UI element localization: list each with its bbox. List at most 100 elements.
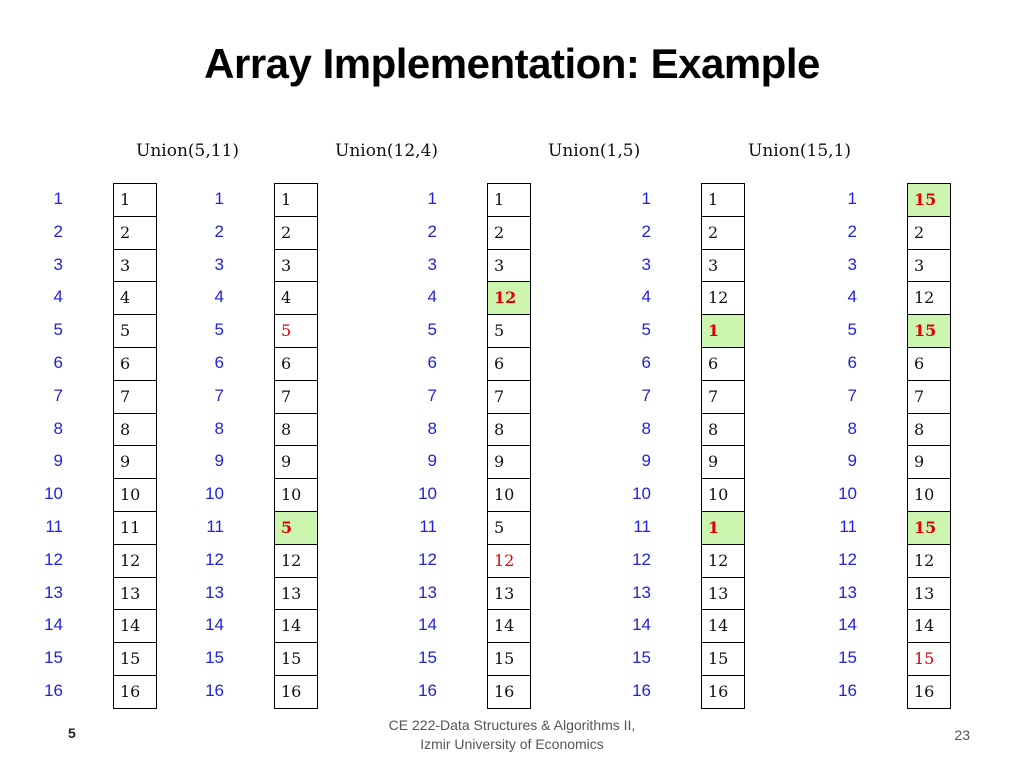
array-index: 4 [641, 287, 651, 307]
array-index: 11 [206, 516, 224, 536]
array-index: 8 [641, 418, 651, 438]
array-cell: 2 [701, 215, 745, 249]
operation-label: Union(15,1) [748, 141, 852, 161]
operation-label: Union(5,11) [136, 141, 240, 161]
array-index: 3 [214, 254, 224, 274]
array-cell: 12 [113, 543, 157, 577]
array-index: 15 [44, 648, 63, 668]
array-index: 16 [205, 680, 224, 700]
array-cell-updated: 15 [907, 510, 951, 544]
array-cell: 9 [274, 445, 318, 479]
array-cell-changed: 12 [487, 543, 531, 577]
array-cell: 13 [701, 576, 745, 610]
array-cell: 1 [113, 183, 157, 216]
array-index: 4 [214, 287, 224, 307]
array-cell: 8 [487, 412, 531, 446]
array-cell: 1 [274, 183, 318, 216]
array-index: 3 [847, 254, 857, 274]
array-cell: 4 [113, 281, 157, 315]
array-cell: 13 [907, 576, 951, 610]
array-index: 11 [839, 516, 857, 536]
array-cell: 15 [701, 642, 745, 675]
array-index: 1 [214, 189, 224, 208]
array-cell: 3 [487, 248, 531, 282]
array-cell: 7 [701, 379, 745, 413]
array-index: 10 [418, 484, 437, 504]
array-index: 13 [205, 582, 224, 602]
array-index: 14 [838, 615, 857, 635]
array-index: 14 [418, 615, 437, 635]
array-index: 13 [418, 582, 437, 602]
array-index: 15 [205, 648, 224, 668]
array-cell: 3 [113, 248, 157, 282]
array-cell: 16 [274, 674, 318, 709]
array-cell: 6 [274, 346, 318, 380]
array-index: 16 [632, 680, 651, 700]
array-cell: 3 [274, 248, 318, 282]
institution-line: Izmir University of Economics [420, 736, 604, 752]
array-cell-updated: 15 [907, 314, 951, 347]
array-index: 9 [427, 451, 437, 471]
array-cell-updated: 5 [274, 510, 318, 544]
array-index: 11 [633, 516, 651, 536]
array-index: 8 [214, 418, 224, 438]
page-number: 23 [954, 727, 970, 743]
array-cell: 14 [701, 609, 745, 643]
array-index: 2 [53, 221, 63, 241]
array-index: 8 [427, 418, 437, 438]
array-index: 4 [53, 287, 63, 307]
array-index: 3 [53, 254, 63, 274]
array-cell: 9 [113, 445, 157, 479]
array-index: 3 [641, 254, 651, 274]
array-index: 14 [632, 615, 651, 635]
array-index: 8 [53, 418, 63, 438]
array-cell: 12 [701, 281, 745, 315]
array-cell: 12 [907, 543, 951, 577]
array-index: 7 [641, 385, 651, 405]
array-index: 12 [632, 549, 651, 569]
array-cell: 7 [907, 379, 951, 413]
array-index: 7 [427, 385, 437, 405]
course-footer: CE 222-Data Structures & Algorithms II, … [312, 716, 712, 754]
array-cell: 8 [701, 412, 745, 446]
array-index: 12 [205, 549, 224, 569]
array-index: 12 [44, 549, 63, 569]
array-index: 11 [45, 516, 63, 536]
array-cell: 6 [113, 346, 157, 380]
array-cell-updated: 1 [701, 510, 745, 544]
array-cell: 15 [487, 642, 531, 675]
array-index: 10 [632, 484, 651, 504]
array-cell: 8 [274, 412, 318, 446]
array-index: 2 [214, 221, 224, 241]
array-cell: 7 [274, 379, 318, 413]
array-index: 6 [214, 352, 224, 372]
array-cell: 12 [907, 281, 951, 315]
array-index: 10 [838, 484, 857, 504]
array-cell: 5 [487, 510, 531, 544]
array-cell: 5 [487, 314, 531, 347]
array-cell: 16 [701, 674, 745, 709]
array-cell: 1 [487, 183, 531, 216]
array-index: 6 [847, 352, 857, 372]
array-cell: 10 [113, 478, 157, 511]
array-index: 14 [44, 615, 63, 635]
operation-label: Union(12,4) [335, 141, 439, 161]
array-index: 2 [847, 221, 857, 241]
array-cell: 14 [487, 609, 531, 643]
array-index: 8 [847, 418, 857, 438]
array-cell: 10 [274, 478, 318, 511]
array-cell-updated: 12 [487, 281, 531, 315]
array-index: 5 [641, 320, 651, 340]
array-cell: 11 [113, 510, 157, 544]
array-cell: 6 [701, 346, 745, 380]
array-cell-changed: 15 [907, 642, 951, 675]
array-index: 4 [427, 287, 437, 307]
array-cell: 2 [274, 215, 318, 249]
array-cell: 16 [487, 674, 531, 709]
array-cell: 10 [907, 478, 951, 511]
array-index: 9 [641, 451, 651, 471]
array-cell: 3 [701, 248, 745, 282]
array-index: 6 [641, 352, 651, 372]
array-cell: 7 [487, 379, 531, 413]
array-cell: 13 [274, 576, 318, 610]
